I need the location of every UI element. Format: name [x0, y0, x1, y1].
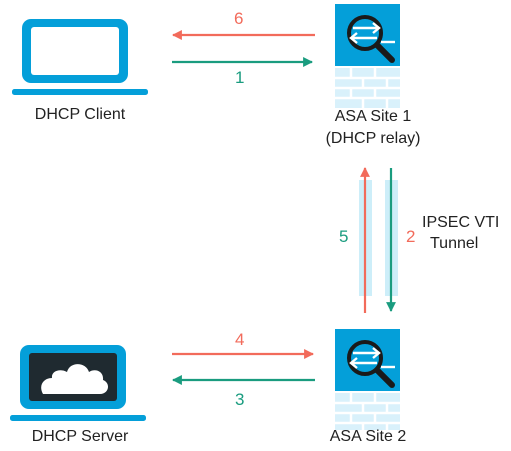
asa-site1-sublabel: (DHCP relay) — [325, 130, 421, 147]
step-2-number: 2 — [406, 227, 416, 246]
step-6-number: 6 — [234, 9, 244, 28]
dhcp-client-label: DHCP Client — [34, 106, 126, 123]
step-4-number: 4 — [235, 330, 245, 349]
step-1-number: 1 — [235, 68, 245, 87]
asa-firewall-icon — [335, 329, 400, 430]
tunnel-label: IPSEC VTI — [422, 214, 500, 231]
step-3-number: 3 — [235, 390, 245, 409]
asa-firewall-icon — [335, 4, 400, 108]
tunnel-sublabel: Tunnel — [430, 235, 479, 252]
step-5-number: 5 — [339, 227, 349, 246]
dhcp-server-label: DHCP Server — [31, 428, 129, 445]
laptop-icon — [12, 19, 148, 95]
laptop-cloud-icon — [10, 345, 146, 421]
asa-site1-label: ASA Site 1 — [334, 108, 412, 125]
asa-site2-label: ASA Site 2 — [329, 428, 407, 445]
